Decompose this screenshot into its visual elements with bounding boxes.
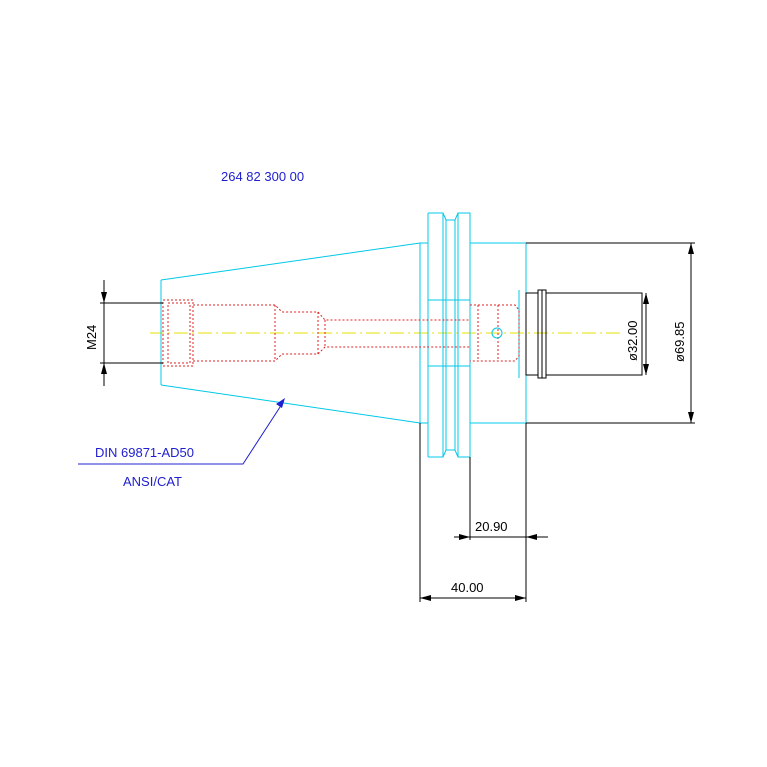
gauge-to-nose-dimension: 40.00 [419, 423, 527, 602]
standard-sublabel: ANSI/CAT [123, 474, 182, 489]
standard-label: DIN 69871-AD50 [95, 445, 194, 460]
bore-diameter-label: ø32.00 [625, 321, 640, 361]
standard-leader: DIN 69871-AD50 ANSI/CAT [78, 398, 285, 489]
bore-diameter-dimension: ø32.00 [625, 293, 649, 375]
hidden-bore [162, 299, 520, 367]
nose-sleeve [525, 289, 643, 379]
thread-dimension: M24 [84, 280, 163, 386]
flange-outline [419, 212, 471, 458]
outer-diameter-dimension: ø69.85 [526, 242, 695, 424]
outer-diameter-label: ø69.85 [672, 322, 687, 362]
flange-to-nose-dimension: 20.90 [454, 423, 548, 540]
thread-dimension-label: M24 [84, 325, 99, 350]
taper-shank-outline [160, 242, 421, 424]
part-number: 264 82 300 00 [221, 169, 304, 184]
gauge-to-nose-label: 40.00 [451, 580, 484, 595]
flange-to-nose-label: 20.90 [475, 519, 508, 534]
